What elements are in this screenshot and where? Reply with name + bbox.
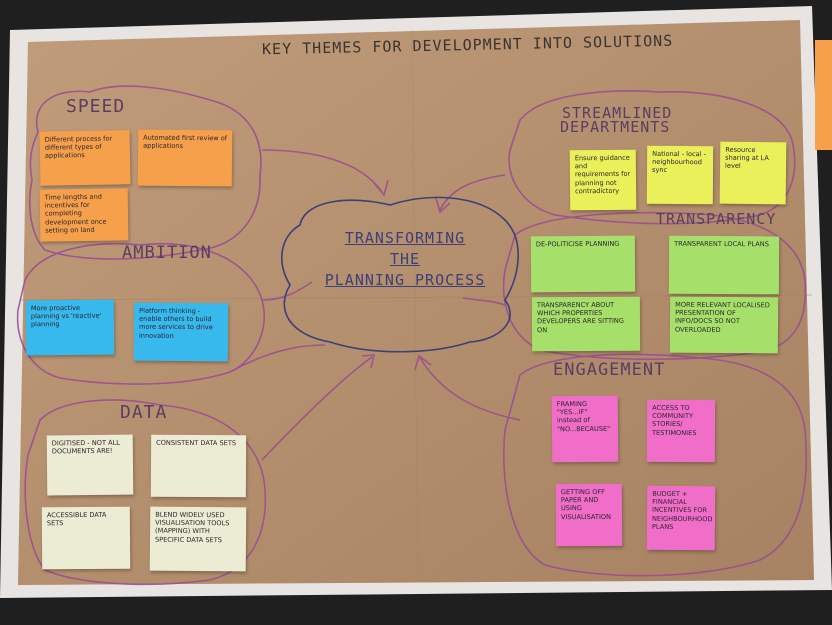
center-line-1: TRANSFORMING [344,229,466,247]
sticky-note: Platform thinking - enable others to bui… [133,302,229,362]
sticky-note: ACCESSIBLE DATA SETS [41,506,131,570]
theme-label-streamlined-line-2: DEPARTMENTS [560,118,671,136]
sticky-note: Ensure guidance and requirements for pla… [569,149,637,211]
sticky-note: Time lengths and incentives for completi… [39,188,129,242]
sticky-note: National - local - neighbourhood sync [646,145,714,205]
theme-label-data: DATA [120,402,168,423]
theme-label-speed: SPEED [66,96,126,117]
theme-label-transparency: TRANSPARENCY [656,210,777,228]
theme-label-streamlined-line-1: STREAMLINED [562,104,673,122]
sticky-note: More proactive planning vs 'reactive' pl… [25,299,115,356]
sticky-note: DIGITISED - NOT ALL DOCUMENTS ARE! [46,434,134,496]
theme-label-ambition: AMBITION [122,243,212,263]
sticky-note: BLEND WIDELY USED VISUALISATION TOOLS (M… [149,506,247,572]
sticky-note: DE-POLITICISE PLANNING [530,235,636,293]
edge-sticky-note [815,40,832,150]
sticky-note: ACCESS TO COMMUNITY STORIES/ TESTIMONIES [646,399,716,463]
sticky-note: TRANSPARENT LOCAL PLANS [668,235,780,295]
center-line-3: PLANNING PROCESS [324,271,486,289]
center-cloud-outline [281,196,519,353]
sticky-note: CONSISTENT DATA SETS [150,434,247,498]
sticky-note: BUDGET + FINANCIAL INCENTIVES FOR NEIGHB… [646,485,716,551]
sticky-note: MORE RELEVANT LOCALISED PRESENTATION OF … [669,296,779,354]
sticky-note: GETTING OFF PAPER AND USING VISUALISATIO… [555,483,623,547]
sticky-note: Automated first review of applications [137,129,233,187]
sticky-note: Different process for different types of… [39,130,131,186]
sticky-note: TRANSPARENCY ABOUT WHICH PROPERTIES DEVE… [531,296,641,352]
sticky-note: Resource sharing at LA level [719,141,787,205]
center-theme-label: TRANSFORMING THE PLANNING PROCESS [300,228,510,291]
theme-label-engagement: ENGAGEMENT [553,360,666,380]
sticky-note: FRAMING "YES...IF" instead of "NO...BECA… [551,395,619,463]
center-line-2: THE [389,250,421,268]
